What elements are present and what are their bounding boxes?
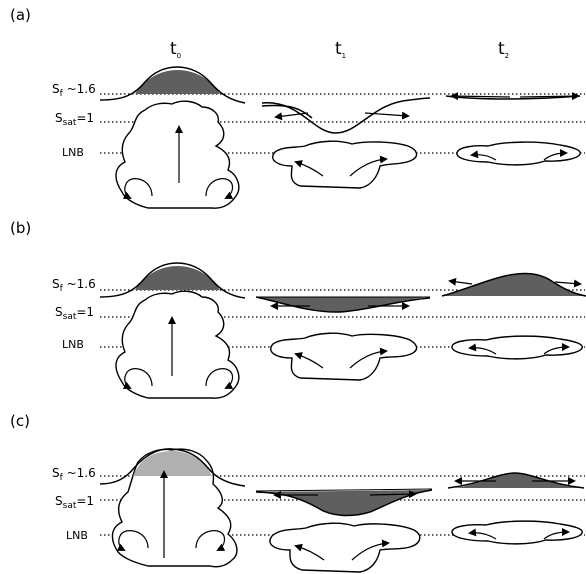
- vortex-left-arrow: [122, 178, 153, 199]
- vortex-left-arrow: [116, 530, 149, 551]
- sf-label: Sf ~1.6: [52, 82, 96, 99]
- spread-arrow-left: [450, 92, 511, 101]
- anvil-cloud: [451, 520, 583, 545]
- spread-arrow-right: [364, 111, 410, 120]
- outflow-arrow-right: [543, 343, 570, 355]
- outflow-arrow-right: [349, 347, 388, 369]
- time-label-t0: t0: [170, 39, 181, 60]
- anvil-cloud: [451, 335, 583, 360]
- vortex-right-arrow: [195, 530, 226, 551]
- depressed-surface-line-2: [261, 104, 313, 119]
- outflow-arrow-left: [468, 528, 497, 540]
- spread-arrow-left: [274, 112, 309, 121]
- ssat-label: Ssat=1: [55, 305, 94, 322]
- panel-label: (a): [10, 6, 31, 24]
- panel-c: (c) Sf ~1.6 Ssat=1 LNB: [10, 412, 585, 573]
- depressed-surface-line: [261, 97, 431, 134]
- outflow-arrow-right: [543, 528, 570, 540]
- sf-label: Sf ~1.6: [52, 466, 96, 483]
- anvil-cloud: [270, 332, 418, 381]
- supersaturated-layer: [135, 70, 220, 94]
- surface-line: [99, 262, 246, 299]
- outflow-arrow-left: [294, 160, 324, 177]
- panel-label: (b): [10, 219, 31, 237]
- outflow-arrow-left: [468, 343, 497, 355]
- spread-arrow-right: [554, 279, 582, 288]
- depressed-surface-line: [255, 489, 433, 517]
- outflow-arrow-right: [543, 149, 568, 161]
- panel-label: (c): [10, 412, 30, 430]
- vortex-left-arrow: [122, 368, 153, 389]
- sf-label: Sf ~1.6: [52, 277, 96, 294]
- panel-b: (b) Sf ~1.6 Ssat=1 LNB: [10, 219, 586, 399]
- time-label-t1: t1: [335, 39, 346, 60]
- supersaturated-layer: [135, 266, 220, 290]
- anvil-cloud: [269, 522, 421, 573]
- lnb-label: LNB: [66, 529, 88, 542]
- thermal-plume: [115, 100, 240, 209]
- surface-line: [447, 472, 585, 489]
- ssat-label: Ssat=1: [55, 111, 94, 128]
- anvil-cloud: [272, 140, 418, 189]
- surface-line: [99, 66, 246, 104]
- anvil-cloud: [456, 141, 581, 166]
- lnb-label: LNB: [62, 338, 84, 351]
- spread-arrow-right: [519, 92, 580, 101]
- supersaturated-layer: [258, 297, 428, 313]
- outflow-arrow-left: [470, 150, 497, 161]
- panel-a: (a) Sf ~1.6 Ssat=1 LNB: [10, 6, 585, 209]
- supersaturated-layer-light: [133, 451, 212, 476]
- thermal-plume: [115, 290, 240, 399]
- lnb-label: LNB: [62, 146, 84, 159]
- outflow-arrow-right: [349, 155, 388, 177]
- supersaturated-layer: [455, 473, 580, 488]
- supersaturated-layer: [256, 490, 432, 516]
- depressed-surface-line: [255, 296, 431, 313]
- outflow-arrow-right: [351, 539, 390, 561]
- spread-arrow-left: [448, 277, 473, 286]
- ssat-label: Ssat=1: [55, 494, 94, 511]
- vortex-right-arrow: [205, 178, 234, 199]
- spread-arrow-right: [369, 490, 417, 499]
- outflow-arrow-left: [294, 352, 324, 369]
- outflow-arrow-left: [294, 543, 325, 561]
- time-label-t2: t2: [498, 39, 509, 60]
- surface-line: [255, 488, 433, 492]
- supersaturated-layer: [442, 273, 586, 296]
- surface-line: [441, 272, 586, 297]
- vortex-right-arrow: [205, 368, 234, 389]
- surface-line: [99, 448, 246, 487]
